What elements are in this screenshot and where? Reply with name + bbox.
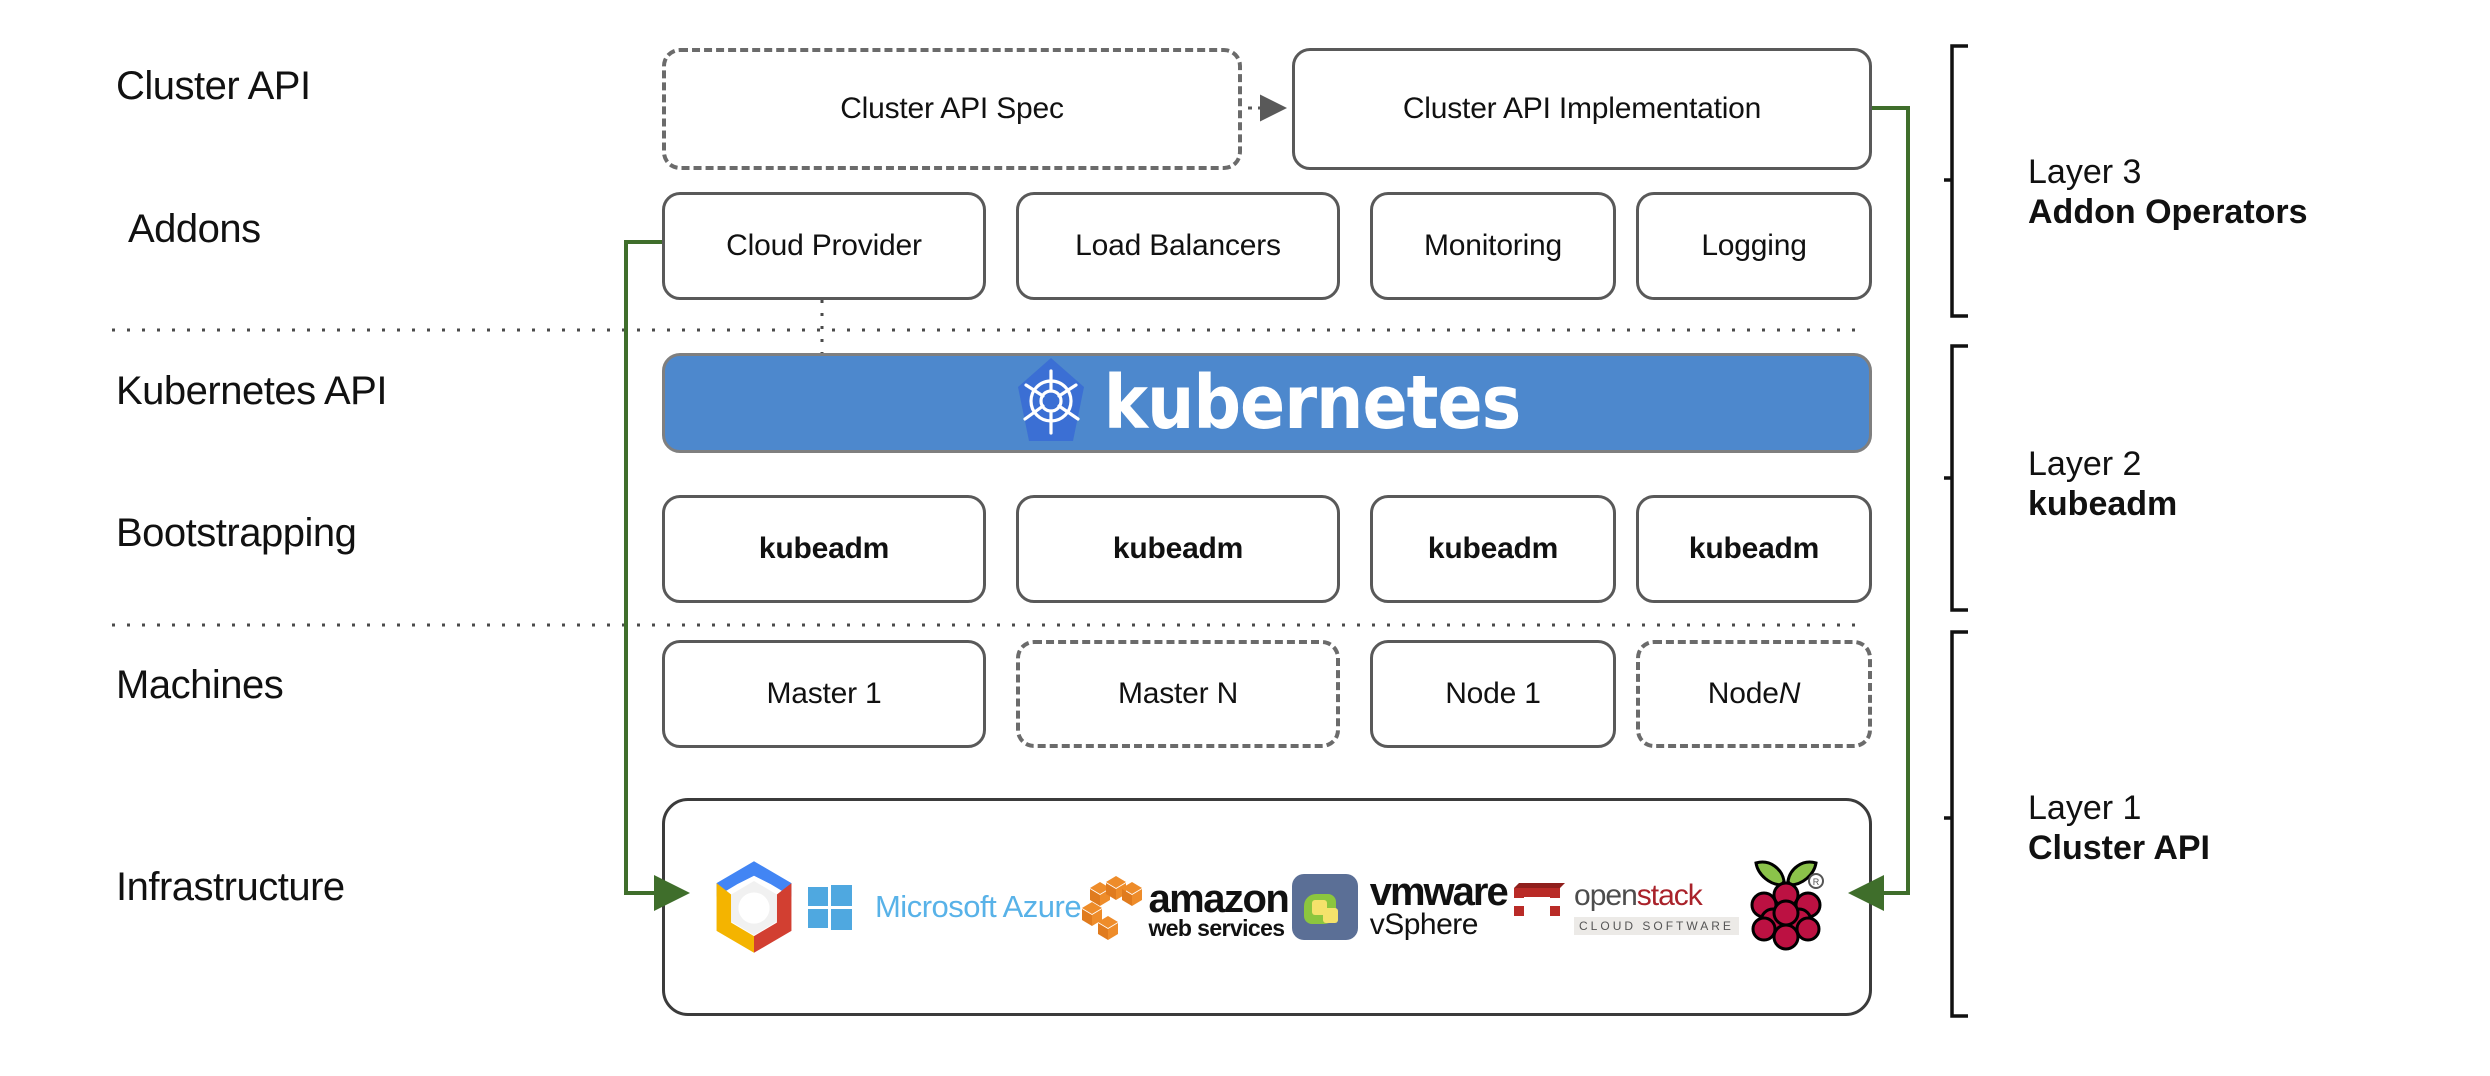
node-kubeadm-4[interactable]: kubeadm <box>1636 495 1872 603</box>
vmware-vsphere-logo: vmware vSphere <box>1290 870 1509 942</box>
row-label-cluster-api: Cluster API <box>116 64 311 108</box>
svg-text:R: R <box>1813 877 1820 887</box>
node-master-1[interactable]: Master 1 <box>662 640 986 748</box>
openstack-label-stack: stack <box>1636 878 1703 912</box>
row-label-infrastructure: Infrastructure <box>116 865 345 909</box>
microsoft-azure-label: Microsoft Azure <box>874 889 1082 924</box>
node-kubeadm-2[interactable]: kubeadm <box>1016 495 1340 603</box>
layer-1-line1: Layer 1 <box>2028 789 2142 827</box>
row-label-machines: Machines <box>116 663 284 707</box>
kubernetes-wordmark: kubernetes <box>1103 360 1522 446</box>
node-logging[interactable]: Logging <box>1636 192 1872 300</box>
node-cloud-provider[interactable]: Cloud Provider <box>662 192 986 300</box>
node-cluster-api-implementation[interactable]: Cluster API Implementation <box>1292 48 1872 170</box>
node-node-n-label: Node <box>1707 677 1779 710</box>
node-node-n-suffix: N <box>1778 677 1801 710</box>
layer-2-line1: Layer 2 <box>2028 445 2142 483</box>
kubernetes-banner[interactable]: kubernetes <box>662 353 1872 453</box>
vmware-label: vmware <box>1369 870 1509 914</box>
amazon-web-services-logo: amazon web services <box>1082 874 1290 941</box>
row-label-bootstrapping: Bootstrapping <box>116 511 357 555</box>
raspberry-pi-logo: R <box>1740 855 1832 959</box>
node-load-balancers[interactable]: Load Balancers <box>1016 192 1340 300</box>
row-label-kubernetes-api: Kubernetes API <box>116 369 387 413</box>
node-cluster-api-spec[interactable]: Cluster API Spec <box>662 48 1242 170</box>
kubernetes-helm-icon <box>1014 357 1088 449</box>
node-kubeadm-3[interactable]: kubeadm <box>1370 495 1616 603</box>
openstack-logo: openstack CLOUD SOFTWARE <box>1508 878 1739 936</box>
openstack-label-open: open <box>1574 878 1638 912</box>
layer-3-line2: Addon Operators <box>2028 193 2308 231</box>
layer-3-line1: Layer 3 <box>2028 153 2142 191</box>
node-node-1[interactable]: Node 1 <box>1370 640 1616 748</box>
layer-1-line2: Cluster API <box>2028 829 2211 867</box>
infrastructure-container[interactable]: Microsoft Azure amazon web services <box>662 798 1872 1016</box>
layer-3-label: Layer 3 Addon Operators <box>2028 152 2308 232</box>
row-label-addons: Addons <box>128 207 261 251</box>
node-master-n[interactable]: Master N <box>1016 640 1340 748</box>
vsphere-sublabel: vSphere <box>1369 908 1479 941</box>
amazon-web-services-sublabel: web services <box>1148 915 1285 941</box>
node-node-n[interactable]: Node N <box>1636 640 1872 748</box>
google-cloud-platform-logo <box>702 855 806 959</box>
node-monitoring[interactable]: Monitoring <box>1370 192 1616 300</box>
layer-3-bracket <box>1944 44 1968 318</box>
amazon-web-services-label: amazon <box>1148 877 1289 921</box>
microsoft-azure-logo: Microsoft Azure <box>807 884 1082 930</box>
layer-1-bracket <box>1944 630 1968 1018</box>
node-kubeadm-1[interactable]: kubeadm <box>662 495 986 603</box>
openstack-sublabel: CLOUD SOFTWARE <box>1574 916 1739 935</box>
layer-2-line2: kubeadm <box>2028 485 2178 523</box>
layer-2-bracket <box>1944 344 1968 612</box>
layer-2-label: Layer 2 kubeadm <box>2028 444 2177 524</box>
layer-1-label: Layer 1 Cluster API <box>2028 788 2210 868</box>
